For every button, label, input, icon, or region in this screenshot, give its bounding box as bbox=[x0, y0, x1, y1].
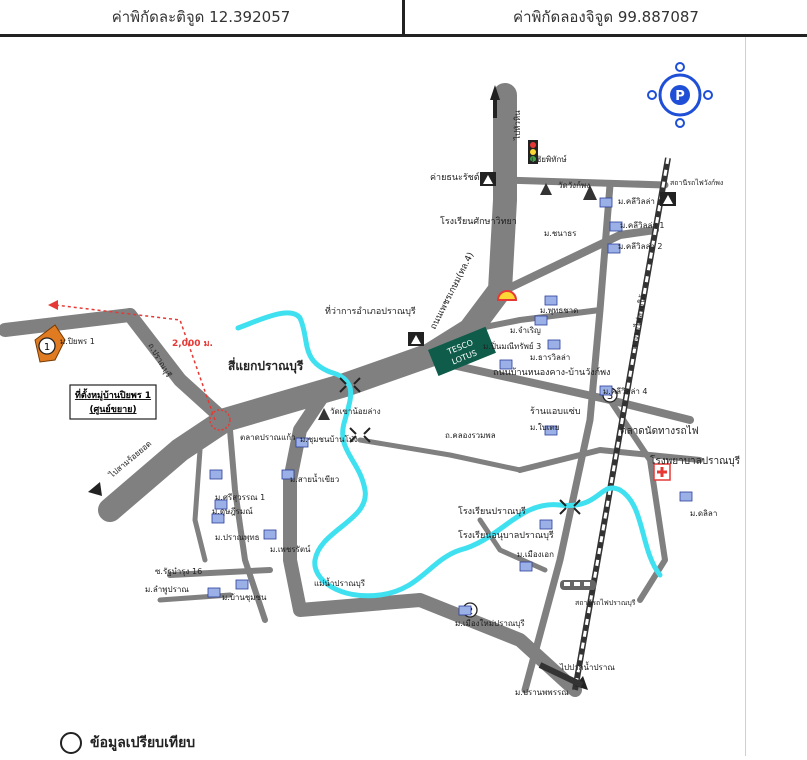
svg-text:โรงพยาบาลปราณบุรี: โรงพยาบาลปราณบุรี bbox=[650, 454, 741, 467]
comparison-circle-icon bbox=[60, 732, 82, 754]
svg-text:2,000 ม.: 2,000 ม. bbox=[172, 339, 213, 349]
svg-text:ม.พุทธชาด: ม.พุทธชาด bbox=[540, 306, 578, 315]
svg-text:ม.คลีวิลล่า 2: ม.คลีวิลล่า 2 bbox=[618, 242, 663, 251]
svg-text:สถานีรถไฟวังก์พง: สถานีรถไฟวังก์พง bbox=[670, 178, 723, 187]
marker-1-label: 1 bbox=[44, 342, 50, 353]
svg-text:ม.ธารวิลล่า: ม.ธารวิลล่า bbox=[530, 353, 570, 362]
road-side-small bbox=[192, 447, 208, 563]
svg-text:ม.เมืองเอก: ม.เมืองเอก bbox=[517, 550, 554, 559]
comparison-note-label: ข้อมูลเปรียบเทียบ bbox=[90, 735, 196, 751]
location-map: 1 P bbox=[0, 37, 746, 756]
shell-icon bbox=[496, 290, 518, 301]
project-label: ที่ตั้งหมู่บ้านปิยพร 1 bbox=[75, 388, 151, 401]
road-north-top bbox=[501, 176, 669, 189]
svg-text:ม.ชัยพิทักษ์: ม.ชัยพิทักษ์ bbox=[528, 154, 567, 164]
svg-text:ม.ปรานพพรรณ: ม.ปรานพพรรณ bbox=[515, 688, 569, 697]
svg-text:ตลาดปราณแก้ว: ตลาดปราณแก้ว bbox=[240, 433, 296, 442]
project-sublabel: (ศูนย์ขยาย) bbox=[89, 403, 136, 415]
road-center-link bbox=[357, 437, 523, 473]
tesco-lotus-sign: TESCO LOTUS bbox=[428, 326, 496, 376]
svg-text:ม.ปิ่นมณีทรัพย์ 3: ม.ปิ่นมณีทรัพย์ 3 bbox=[483, 340, 541, 351]
svg-text:ตลาดนัดทางรถไฟ: ตลาดนัดทางรถไฟ bbox=[620, 425, 699, 437]
svg-text:สี่แยกปราณบุรี: สี่แยกปราณบุรี bbox=[228, 357, 304, 374]
svg-text:ม.ดุษฎีรมณ์: ม.ดุษฎีรมณ์ bbox=[212, 506, 253, 516]
svg-text:ร้านแอบแซ่บ: ร้านแอบแซ่บ bbox=[530, 406, 581, 417]
camp-icon bbox=[408, 172, 676, 346]
train-icon bbox=[560, 580, 596, 590]
svg-text:ม.ลำพูปราณ: ม.ลำพูปราณ bbox=[145, 585, 189, 595]
village-icons bbox=[207, 197, 693, 616]
svg-text:ม.เมืองใหม่ปราณบุรี: ม.เมืองใหม่ปราณบุรี bbox=[455, 619, 525, 628]
road-east-south bbox=[517, 447, 703, 473]
road-north-branch bbox=[501, 226, 659, 294]
svg-text:วัดวังก์พง: วัดวังก์พง bbox=[558, 180, 590, 190]
road-south-east bbox=[477, 517, 548, 573]
route-arrow-icon bbox=[48, 300, 58, 310]
river bbox=[235, 310, 663, 599]
svg-text:ม.ศรีสุวรรณ 1: ม.ศรีสุวรรณ 1 bbox=[215, 493, 265, 502]
traffic-light-icon bbox=[528, 140, 538, 164]
svg-text:ม.ชนาธร: ม.ชนาธร bbox=[544, 229, 577, 238]
svg-text:ม.คลีวิลล่า 4: ม.คลีวิลล่า 4 bbox=[603, 387, 648, 396]
svg-text:ม.สายน้ำเขียว: ม.สายน้ำเขียว bbox=[290, 473, 339, 484]
svg-text:ม.เพชรรัตน์: ม.เพชรรัตน์ bbox=[270, 544, 311, 554]
svg-text:ม.ชุมชนบ้านโป่ง: ม.ชุมชนบ้านโป่ง bbox=[300, 434, 358, 444]
arrow-samroiyot-icon bbox=[88, 482, 102, 496]
svg-text:P: P bbox=[675, 89, 685, 104]
temple-icon bbox=[318, 183, 597, 420]
intersection-marker bbox=[209, 409, 231, 431]
svg-text:ไปปากน้ำปราณ: ไปปากน้ำปราณ bbox=[559, 661, 615, 672]
svg-text:โรงเรียนปราณบุรี: โรงเรียนปราณบุรี bbox=[458, 506, 526, 517]
svg-text:ม.คลีวิลล่า: ม.คลีวิลล่า bbox=[618, 197, 655, 206]
marker-1-icon bbox=[38, 337, 56, 355]
svg-text:แม่น้ำปราณบุรี: แม่น้ำปราณบุรี bbox=[314, 577, 366, 588]
road-rail-side bbox=[521, 181, 614, 694]
road-to-project bbox=[0, 308, 229, 425]
svg-text:ม.ปราณพุทธ: ม.ปราณพุทธ bbox=[215, 533, 260, 542]
bridge-icon bbox=[339, 377, 581, 515]
arrow-huahin-icon bbox=[490, 85, 500, 100]
svg-text:ซ.รัฐบำรุง 16: ซ.รัฐบำรุง 16 bbox=[155, 567, 202, 576]
svg-text:โรงเรียนอนุบาลปราณบุรี: โรงเรียนอนุบาลปราณบุรี bbox=[458, 530, 554, 541]
road-inner-loop bbox=[227, 427, 268, 623]
svg-text:ม.จำเริญ: ม.จำเริญ bbox=[510, 326, 541, 335]
hospital-icon bbox=[653, 463, 671, 481]
svg-text:โรงเรียนศักษาวิทยา: โรงเรียนศักษาวิทยา bbox=[440, 216, 517, 227]
comparison-note: ข้อมูลเปรียบเทียบ bbox=[60, 732, 195, 754]
road-petchkasem bbox=[98, 83, 517, 522]
svg-text:วัดเขาน้อยล่าง: วัดเขาน้อยล่าง bbox=[330, 407, 381, 416]
svg-text:ม.ใบเตย: ม.ใบเตย bbox=[530, 423, 559, 432]
marker-3-label: 3 bbox=[607, 391, 613, 402]
label-piyaporn: ม.ปิยพร 1 bbox=[60, 337, 95, 346]
map-canvas: 1 P bbox=[0, 62, 741, 697]
road-east-loop bbox=[607, 397, 668, 603]
compass-icon: P bbox=[647, 62, 713, 128]
svg-text:ที่ว่าการอำเภอปราณบุรี: ที่ว่าการอำเภอปราณบุรี bbox=[325, 304, 416, 317]
svg-text:ถ.คลองรวมพล: ถ.คลองรวมพล bbox=[445, 431, 496, 440]
road-lotus-east bbox=[467, 307, 603, 333]
svg-text:ไปหัวหิน: ไปหัวหิน bbox=[513, 110, 522, 141]
svg-text:ม.ดลิลา: ม.ดลิลา bbox=[690, 509, 717, 518]
svg-text:ม.บ้านชุมชน: ม.บ้านชุมชน bbox=[222, 593, 267, 602]
coordinates-header: ค่าพิกัดละติจูด 12.392057 ค่าพิกัดลองจิจ… bbox=[0, 0, 807, 37]
longitude-label: ค่าพิกัดลองจิจูด 99.887087 bbox=[513, 8, 699, 26]
latitude-label: ค่าพิกัดละติจูด 12.392057 bbox=[0, 0, 405, 34]
project-label-box: ที่ตั้งหมู่บ้านปิยพร 1 (ศูนย์ขยาย) bbox=[69, 384, 157, 420]
railway bbox=[572, 157, 671, 691]
svg-text:ถนนบ้านหนองคาง-บ้านวังก์พง: ถนนบ้านหนองคาง-บ้านวังก์พง bbox=[493, 366, 610, 378]
road-rj16 bbox=[167, 567, 273, 578]
svg-text:ค่ายธนะรัชต์: ค่ายธนะรัชต์ bbox=[430, 171, 480, 183]
svg-text:ม.คลีวิลล่า 1: ม.คลีวิลล่า 1 bbox=[620, 221, 665, 230]
svg-text:สถานีรถไฟปราณบุรี: สถานีรถไฟปราณบุรี bbox=[575, 598, 636, 607]
svg-text:ทางรถไฟสายใต้: ทางรถไฟสายใต้ bbox=[629, 294, 648, 350]
